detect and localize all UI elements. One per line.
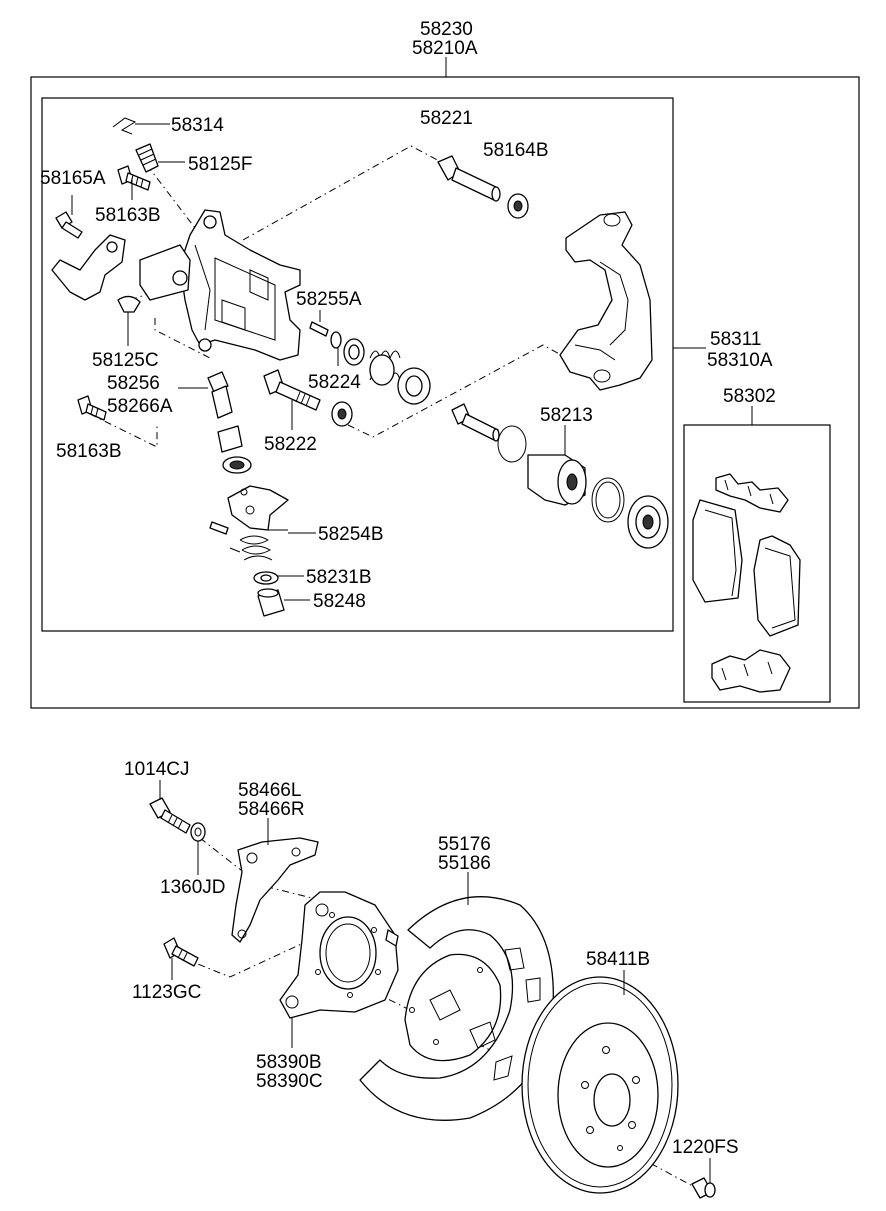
label-58256: 58256 bbox=[107, 373, 160, 394]
label-58210A: 58210A bbox=[412, 38, 478, 59]
label-58125F: 58125F bbox=[188, 154, 252, 175]
seal-ring bbox=[222, 456, 252, 474]
bracket-58466L bbox=[231, 818, 319, 943]
centerline-pin-upper bbox=[242, 145, 448, 241]
label-58311: 58311 bbox=[710, 329, 761, 350]
label-58213: 58213 bbox=[540, 405, 593, 426]
label-58125C: 58125C bbox=[92, 350, 159, 371]
shaft-58256 bbox=[178, 371, 233, 419]
centerline-bleeder bbox=[146, 164, 196, 229]
bolt-1123GC bbox=[163, 937, 199, 980]
washer-58231B bbox=[253, 571, 304, 585]
label-1014CJ: 1014CJ bbox=[124, 759, 190, 780]
backing-plate-55176 bbox=[359, 872, 554, 1121]
dust-boot bbox=[397, 367, 431, 405]
label-58163B-bottom: 58163B bbox=[56, 441, 122, 462]
spring-58224 bbox=[369, 350, 401, 386]
brake-disc-58411B bbox=[521, 970, 679, 1194]
guide-pin-lower-right bbox=[451, 403, 500, 442]
piston-58213 bbox=[527, 425, 587, 506]
label-58164B: 58164B bbox=[483, 140, 549, 161]
bolt-58163B-top bbox=[117, 165, 151, 191]
hub-58390B bbox=[279, 891, 399, 1048]
label-58266A: 58266A bbox=[107, 396, 173, 417]
piston-boot bbox=[627, 495, 669, 549]
label-58390B: 58390B bbox=[256, 1052, 322, 1073]
sleeve-58248 bbox=[257, 588, 310, 617]
label-58222: 58222 bbox=[264, 434, 317, 455]
centerline-pin-lower bbox=[347, 344, 566, 438]
label-58254B: 58254B bbox=[318, 524, 384, 545]
boot-58222 bbox=[331, 401, 353, 427]
sleeve-upper bbox=[217, 425, 243, 453]
caliper-housing bbox=[179, 209, 301, 361]
centerline-bolt-lower bbox=[89, 413, 158, 448]
label-1360JD: 1360JD bbox=[160, 877, 226, 898]
centerline-pin-left bbox=[154, 318, 211, 359]
label-58411B: 58411B bbox=[586, 949, 650, 970]
spring-seat bbox=[343, 338, 365, 366]
label-58163B-top: 58163B bbox=[95, 205, 161, 226]
caliper-assembly-frame bbox=[30, 76, 860, 709]
lever-58254B bbox=[209, 485, 316, 561]
label-55176: 55176 bbox=[438, 834, 491, 855]
label-58221: 58221 bbox=[420, 108, 473, 129]
caliper-carrier bbox=[559, 211, 653, 391]
label-58466L: 58466L bbox=[238, 780, 301, 801]
clip-58314 bbox=[112, 117, 137, 135]
centerline-screw bbox=[621, 1147, 701, 1191]
label-1123GC: 1123GC bbox=[132, 982, 201, 1003]
caliper-support-arm bbox=[51, 234, 191, 301]
label-58231B: 58231B bbox=[306, 567, 372, 588]
label-58255A: 58255A bbox=[296, 289, 362, 310]
cap-58125C bbox=[117, 295, 141, 313]
pad-kit-frame bbox=[683, 424, 831, 703]
label-58310A: 58310A bbox=[707, 350, 773, 371]
centerline-bracket bbox=[199, 837, 321, 901]
label-58390C: 58390C bbox=[256, 1071, 323, 1092]
caliper-body-frame bbox=[41, 97, 674, 632]
guide-pin-58221 bbox=[437, 155, 501, 202]
boot-58164B bbox=[507, 193, 529, 219]
bolt-1014CJ bbox=[149, 780, 191, 834]
label-1220FS: 1220FS bbox=[672, 1137, 739, 1158]
bolt-58165A bbox=[55, 211, 83, 239]
centerline-hub-bolt bbox=[182, 939, 311, 978]
label-55186: 55186 bbox=[438, 853, 491, 874]
o-ring bbox=[330, 331, 342, 349]
bolt-58163B-bottom bbox=[77, 395, 107, 421]
washer-1360JD bbox=[190, 822, 206, 875]
piston-seal bbox=[591, 477, 625, 523]
retaining-ring bbox=[497, 425, 527, 463]
label-58224: 58224 bbox=[308, 372, 361, 393]
screw-1220FS bbox=[691, 1158, 716, 1199]
label-58302: 58302 bbox=[723, 386, 776, 407]
pin-58255A bbox=[309, 321, 329, 337]
label-58165A: 58165A bbox=[40, 168, 106, 189]
guide-pin-58222 bbox=[263, 369, 321, 430]
pad-kit-58302 bbox=[692, 473, 801, 693]
label-58314: 58314 bbox=[171, 115, 224, 136]
bleeder-screw bbox=[135, 143, 185, 173]
label-58230: 58230 bbox=[420, 19, 473, 40]
label-58248: 58248 bbox=[313, 591, 366, 612]
label-58466R: 58466R bbox=[238, 799, 305, 820]
